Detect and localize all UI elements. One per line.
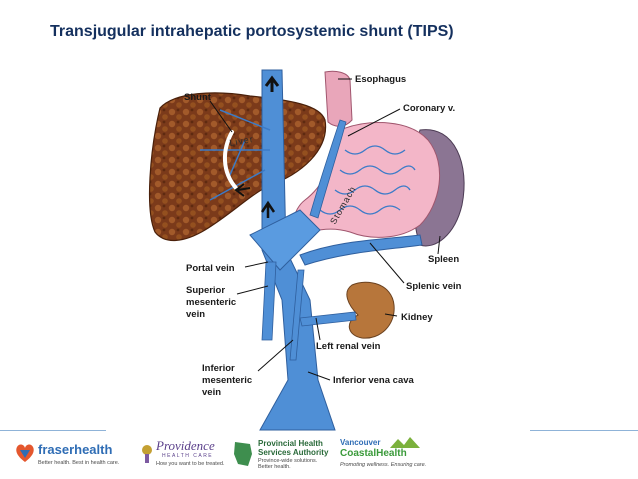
sup-mesenteric-label-3: vein (186, 309, 205, 320)
vch-line2: CoastalHealth (340, 448, 407, 459)
fraser-tagline: Better health. Best in health care. (38, 460, 120, 466)
footer-divider-right (530, 430, 638, 431)
sup-mesenteric-label-1: Superior (186, 285, 225, 296)
shunt-label: Shunt (184, 92, 212, 103)
phsa-tagline-2: Better health. (258, 464, 291, 470)
vch-tagline: Promoting wellness. Ensuring care. (340, 462, 427, 468)
coronary-vein (309, 119, 347, 219)
flow-arrow-portal (260, 200, 276, 218)
fraser-name-b: health (74, 442, 113, 457)
slide-title: Transjugular intrahepatic portosystemic … (50, 23, 454, 40)
inf-mesenteric-label-3: vein (202, 387, 221, 398)
fraser-health-logo: fraserhealth Better health. Best in heal… (14, 440, 134, 472)
ivc-label: Inferior vena cava (333, 375, 415, 386)
esophagus-label: Esophagus (355, 74, 406, 85)
bc-map-icon (234, 442, 252, 466)
kidney-shape (346, 281, 395, 339)
fraser-name-a: fraser (38, 442, 75, 457)
inf-mesenteric-label-2: mesenteric (202, 375, 252, 386)
providence-sub: HEALTH CARE (162, 453, 214, 459)
esophagus-shape (324, 70, 353, 127)
splenic-vein-label: Splenic vein (406, 281, 462, 292)
providence-tagline: How you want to be treated. (156, 461, 225, 467)
tips-shunt (223, 130, 238, 190)
fraser-heart-icon (16, 444, 34, 462)
sup-mesenteric-label-2: mesenteric (186, 297, 236, 308)
vch-mountain-icon (390, 437, 420, 448)
providence-name: Providence (156, 438, 215, 453)
providence-emblem-icon (142, 445, 152, 463)
left-renal-vein (299, 311, 357, 327)
portal-vein (249, 209, 321, 271)
inferior-vena-cava (259, 69, 336, 431)
portal-vein-label: Portal vein (186, 263, 235, 274)
spleen-label: Spleen (428, 254, 459, 265)
kidney-label: Kidney (401, 312, 433, 323)
inferior-mesenteric-vein (289, 269, 305, 361)
phsa-line2: Services Authority (258, 448, 329, 457)
superior-mesenteric-vein (261, 261, 277, 341)
vch-line1: Vancouver (340, 438, 381, 447)
coronary-label: Coronary v. (403, 103, 455, 114)
phsa-line1: Provincial Health (258, 439, 323, 448)
phsa-logo: Provincial Health Services Authority Pro… (232, 438, 332, 472)
inf-mesenteric-label-1: Inferior (202, 363, 235, 374)
liver-label: Liver (229, 134, 255, 148)
phsa-tagline-1: Province-wide solutions. (258, 458, 318, 464)
footer-divider-left (0, 430, 106, 431)
flow-arrow-shunt (234, 183, 251, 197)
hepatic-veins (200, 109, 271, 201)
stomach-veins (319, 145, 416, 215)
flow-arrow-up (264, 75, 280, 92)
leader-lines (209, 78, 441, 381)
splenic-vein (299, 234, 423, 266)
providence-logo: Providence HEALTH CARE How you want to b… (140, 438, 228, 472)
left-renal-vein-label: Left renal vein (316, 341, 381, 352)
vch-logo: Vancouver CoastalHealth Promoting wellne… (340, 437, 436, 472)
